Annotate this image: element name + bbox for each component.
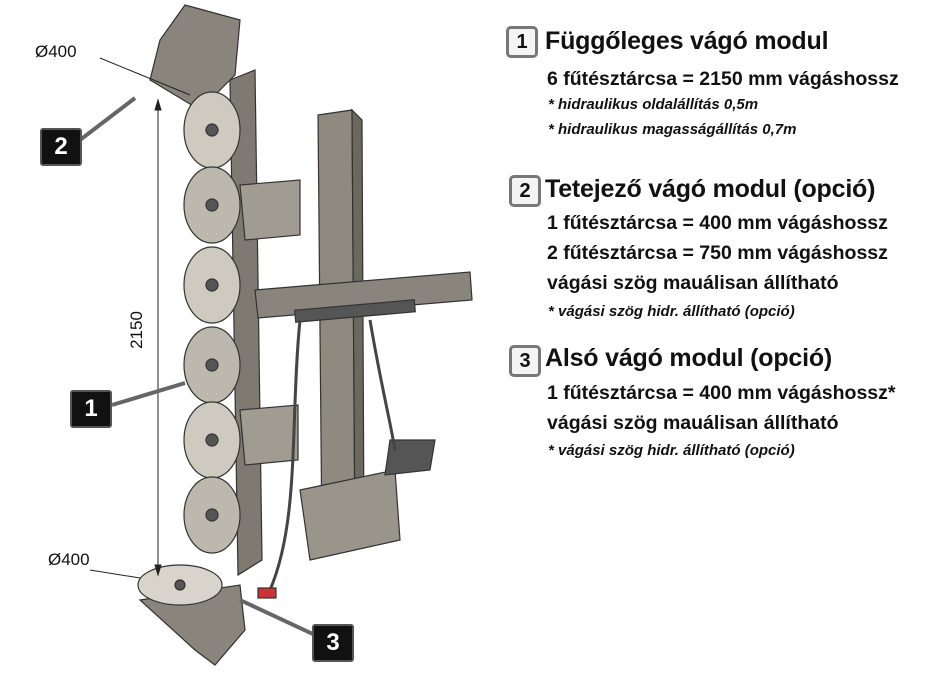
cutting-discs — [183, 91, 241, 554]
machine-illustration — [78, 4, 473, 666]
section-number: 1 — [506, 26, 538, 58]
callout-1: 1 — [70, 390, 112, 428]
section-line: 1 fűtésztárcsa = 400 mm vágáshossz* — [547, 382, 896, 404]
section-note: * vágási szög hidr. állítható (opció) — [548, 303, 795, 320]
section-line: 6 fűtésztárcsa = 2150 mm vágáshossz — [547, 68, 899, 90]
callout-2: 2 — [40, 128, 82, 166]
section-line: vágási szög mauálisan állítható — [547, 272, 839, 294]
section-note: * hidraulikus oldalállítás 0,5m — [548, 96, 759, 113]
diameter-bottom-label: Ø400 — [48, 550, 90, 569]
horizontal-arm — [254, 271, 473, 319]
dimension-lines — [89, 57, 191, 579]
section-note: * vágási szög hidr. állítható (opció) — [548, 442, 795, 459]
section-line: vágási szög mauálisan állítható — [547, 412, 839, 434]
section-title: Tetejező vágó modul (opció) — [545, 175, 876, 203]
section-title: Alsó vágó modul (opció) — [545, 344, 833, 372]
diameter-top-label: Ø400 — [35, 42, 77, 61]
height-dimension-label: 2150 — [126, 311, 146, 349]
section-number: 3 — [509, 345, 541, 377]
section-line: 1 fűtésztárcsa = 400 mm vágáshossz — [547, 212, 888, 234]
section-line: 2 fűtésztárcsa = 750 mm vágáshossz — [547, 242, 888, 264]
bottom-cutting-module — [137, 564, 246, 666]
callout-3: 3 — [312, 624, 354, 662]
section-number: 2 — [509, 175, 541, 207]
callout-arrows — [78, 96, 316, 637]
top-cutting-module — [149, 4, 241, 111]
section-title: Függőleges vágó modul — [545, 27, 829, 55]
section-note: * hidraulikus magasságállítás 0,7m — [548, 121, 797, 138]
